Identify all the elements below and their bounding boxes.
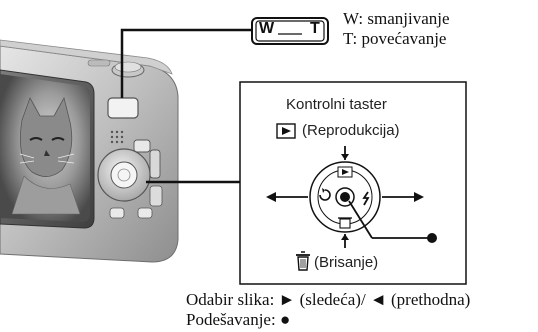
leader-line-center	[348, 200, 373, 239]
delete-label: (Brisanje)	[314, 254, 379, 271]
playback-icon	[276, 123, 296, 139]
setting-caption: Podešavanje: ●	[186, 310, 291, 329]
leader-line-zoom	[120, 28, 252, 98]
image-select-caption: Odabir slika: ► (sledeća)/ ◄ (prethodna)	[186, 290, 471, 309]
w-key-label: W	[259, 20, 275, 37]
arrow-left	[266, 192, 308, 202]
control-panel-title: Kontrolni taster	[286, 96, 387, 113]
arrow-right	[382, 192, 424, 202]
self-timer-icon	[319, 189, 331, 201]
zoom-in-text: T: povećavanje	[343, 29, 447, 48]
zoom-button-on-camera	[107, 97, 139, 119]
zoom-switch-icon	[251, 17, 329, 45]
trash-icon	[296, 251, 310, 271]
trash-mini-icon	[338, 217, 352, 229]
t-key-label: T	[310, 20, 320, 37]
zoom-out-text: W: smanjivanje	[343, 9, 450, 28]
flash-icon	[362, 191, 370, 206]
set-dot-icon	[427, 233, 437, 243]
playback-label: (Reprodukcija)	[302, 122, 400, 139]
control-wheel-diagram	[309, 161, 381, 233]
